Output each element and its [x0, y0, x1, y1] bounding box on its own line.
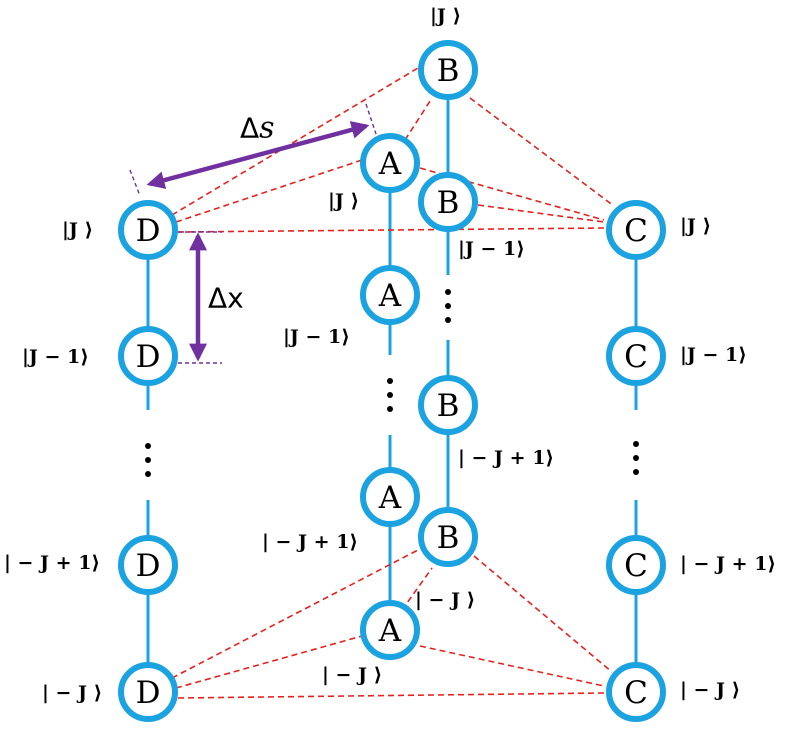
coupling-dbot-cbot — [177, 692, 605, 699]
coupling-bbot-cbot — [473, 555, 613, 673]
coupling-atop-btop — [404, 97, 433, 141]
node-a-bottom-letter: A — [378, 613, 402, 649]
label-d-bottom: | − J ⟩ — [42, 682, 102, 704]
coupling-abot-cbot — [419, 645, 605, 687]
node-b-bottom-letter: B — [437, 520, 460, 556]
node-d-top: D — [118, 200, 178, 260]
node-c-second-letter: C — [624, 339, 648, 375]
measure-annotations: Δs Δx — [129, 103, 377, 364]
label-a-top: |J ⟩ — [328, 190, 359, 212]
state-labels: |J ⟩ |J − 1⟩ | − J + 1⟩ | − J ⟩ |J ⟩ |J … — [4, 5, 776, 704]
node-a-second-neg: A — [360, 467, 420, 527]
delta-s-variable: s — [259, 111, 274, 146]
label-a-second: |J − 1⟩ — [283, 326, 350, 348]
label-b-second: |J − 1⟩ — [458, 238, 525, 260]
node-b-second-neg-letter: B — [437, 388, 460, 424]
node-c-second-neg: C — [606, 535, 666, 595]
delta-s-symbol: Δ — [240, 112, 259, 145]
node-b-second-neg: B — [418, 375, 478, 435]
label-d-second: |J − 1⟩ — [22, 346, 89, 368]
delta-x-label: Δx — [208, 282, 244, 315]
delta-s-guide-left — [129, 169, 141, 197]
node-a-second-neg-letter: A — [378, 480, 402, 516]
label-c-top: |J ⟩ — [680, 215, 711, 237]
node-d-second-neg-letter: D — [136, 548, 161, 584]
delta-s-label: Δs — [240, 111, 275, 146]
label-d-second-neg: | − J + 1⟩ — [4, 552, 100, 574]
ellipsis-d — [145, 443, 151, 477]
node-d-top-letter: D — [136, 213, 161, 249]
node-c-top-letter: C — [624, 213, 648, 249]
node-b-bottom: B — [418, 507, 478, 567]
coupling-dtop-ctop — [177, 227, 605, 233]
node-a-top: A — [360, 133, 420, 193]
ellipsis-dots — [145, 289, 639, 477]
delta-s-arrow — [146, 121, 370, 189]
node-c-second-neg-letter: C — [624, 548, 648, 584]
label-c-second: |J − 1⟩ — [680, 344, 747, 366]
ellipsis-a — [387, 378, 393, 412]
node-a-bottom: A — [360, 600, 420, 660]
node-d-bottom-letter: D — [136, 675, 161, 711]
node-c-top: C — [606, 200, 666, 260]
node-d-bottom: D — [118, 662, 178, 722]
coupling-lines — [171, 67, 615, 699]
coupling-abot-bbot — [401, 567, 433, 611]
label-b-top: |J ⟩ — [430, 5, 461, 27]
label-b-bottom: | − J ⟩ — [415, 589, 475, 611]
delta-s-guide-right — [365, 103, 377, 135]
node-a-second-letter: A — [378, 278, 402, 314]
node-d-second-neg: D — [118, 535, 178, 595]
coupling-dbot-bbot — [171, 549, 419, 679]
label-b-second-neg: | − J + 1⟩ — [458, 447, 554, 469]
ellipsis-c — [633, 441, 639, 475]
node-d-second-letter: D — [136, 339, 161, 375]
label-d-top: |J ⟩ — [62, 219, 93, 241]
coupling-b2-ctop — [477, 204, 605, 223]
node-b-second: B — [418, 172, 478, 232]
node-d-second: D — [118, 326, 178, 386]
node-a-top-letter: A — [378, 146, 402, 182]
node-a-second: A — [360, 265, 420, 325]
ellipsis-b — [445, 289, 451, 323]
coupling-btop-ctop — [469, 97, 615, 207]
node-c-bottom: C — [606, 662, 666, 722]
node-b-top: B — [418, 40, 478, 100]
label-c-bottom: | − J ⟩ — [680, 679, 740, 701]
node-b-second-letter: B — [437, 185, 460, 221]
node-c-second: C — [606, 326, 666, 386]
label-c-second-neg: | − J + 1⟩ — [680, 553, 776, 575]
node-c-bottom-letter: C — [624, 675, 648, 711]
node-b-top-letter: B — [437, 53, 460, 89]
label-a-bottom: | − J ⟩ — [322, 664, 382, 686]
coupling-dbot-abot — [175, 635, 363, 689]
nodes: D D D D A A A A — [118, 40, 666, 722]
label-a-second-neg: | − J + 1⟩ — [262, 531, 358, 553]
